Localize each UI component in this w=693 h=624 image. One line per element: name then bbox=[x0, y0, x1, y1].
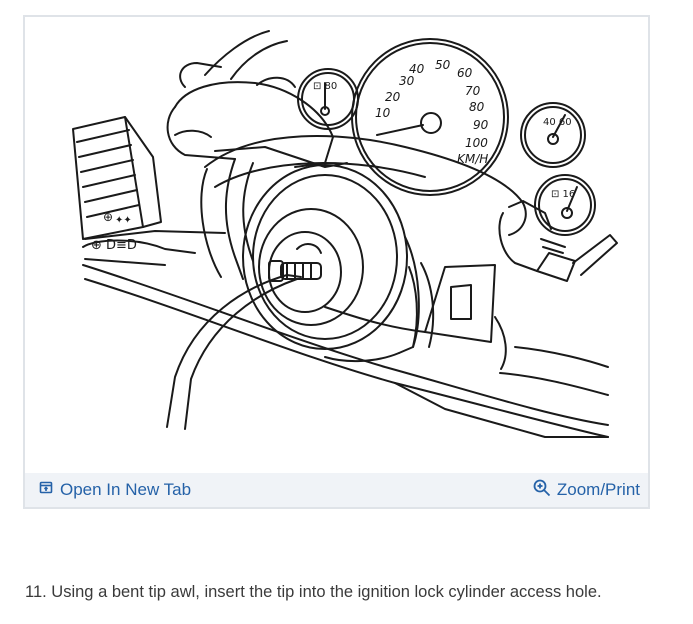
ignition-lock-illustration: ⊕ ✦✦ ⊕ D≡D 40 50 60 bbox=[25, 17, 648, 473]
speedometer-gauge: 40 50 60 30 70 20 80 10 90 100 KM/H bbox=[351, 38, 509, 196]
steering-column-shroud bbox=[200, 135, 527, 348]
svg-text:30: 30 bbox=[399, 74, 415, 88]
svg-text:40: 40 bbox=[409, 62, 425, 76]
steering-column-ring bbox=[242, 164, 408, 350]
ignition-key bbox=[498, 200, 618, 282]
svg-text:100: 100 bbox=[465, 136, 488, 150]
open-in-new-tab-button[interactable]: Open In New Tab bbox=[39, 480, 191, 500]
svg-text:⊡ 16: ⊡ 16 bbox=[551, 189, 575, 200]
fuel-gauge: ⊡ 80 bbox=[297, 68, 359, 130]
svg-text:⊕: ⊕ bbox=[103, 210, 113, 224]
open-in-new-tab-label: Open In New Tab bbox=[60, 480, 192, 499]
multifunction-lever: ⊕ ✦✦ ⊕ D≡D bbox=[82, 210, 226, 266]
bent-tip-awl bbox=[166, 274, 302, 430]
svg-text:10: 10 bbox=[375, 106, 391, 120]
svg-text:⊕ D≡D: ⊕ D≡D bbox=[91, 238, 137, 253]
step-instruction: 11. Using a bent tip awl, insert the tip… bbox=[25, 583, 602, 601]
line-drawing: ⊕ ✦✦ ⊕ D≡D 40 50 60 bbox=[72, 30, 618, 438]
svg-text:40 60: 40 60 bbox=[543, 117, 572, 128]
voltage-gauge: ⊡ 16 bbox=[534, 174, 596, 236]
figure-container: ⊕ ✦✦ ⊕ D≡D 40 50 60 bbox=[23, 15, 650, 509]
figure-toolbar: Open In New Tab Zoom/Print bbox=[25, 473, 648, 507]
wiring-harness bbox=[324, 262, 507, 370]
dashboard-trim bbox=[82, 264, 609, 438]
vent-grille bbox=[72, 116, 162, 240]
open-external-icon bbox=[39, 480, 54, 500]
svg-text:80: 80 bbox=[469, 100, 485, 114]
svg-text:⊡ 80: ⊡ 80 bbox=[313, 81, 337, 92]
zoom-print-button[interactable]: Zoom/Print bbox=[533, 479, 640, 502]
zoom-in-icon bbox=[533, 479, 551, 502]
svg-text:90: 90 bbox=[473, 118, 489, 132]
svg-text:60: 60 bbox=[457, 66, 473, 80]
temperature-gauge: 40 60 bbox=[520, 102, 586, 168]
svg-text:20: 20 bbox=[385, 90, 401, 104]
svg-text:70: 70 bbox=[465, 84, 481, 98]
hand-with-tool bbox=[166, 30, 348, 280]
svg-text:KM/H: KM/H bbox=[457, 152, 488, 166]
svg-text:✦✦: ✦✦ bbox=[115, 215, 132, 226]
svg-text:50: 50 bbox=[435, 58, 451, 72]
zoom-print-label: Zoom/Print bbox=[556, 480, 640, 499]
